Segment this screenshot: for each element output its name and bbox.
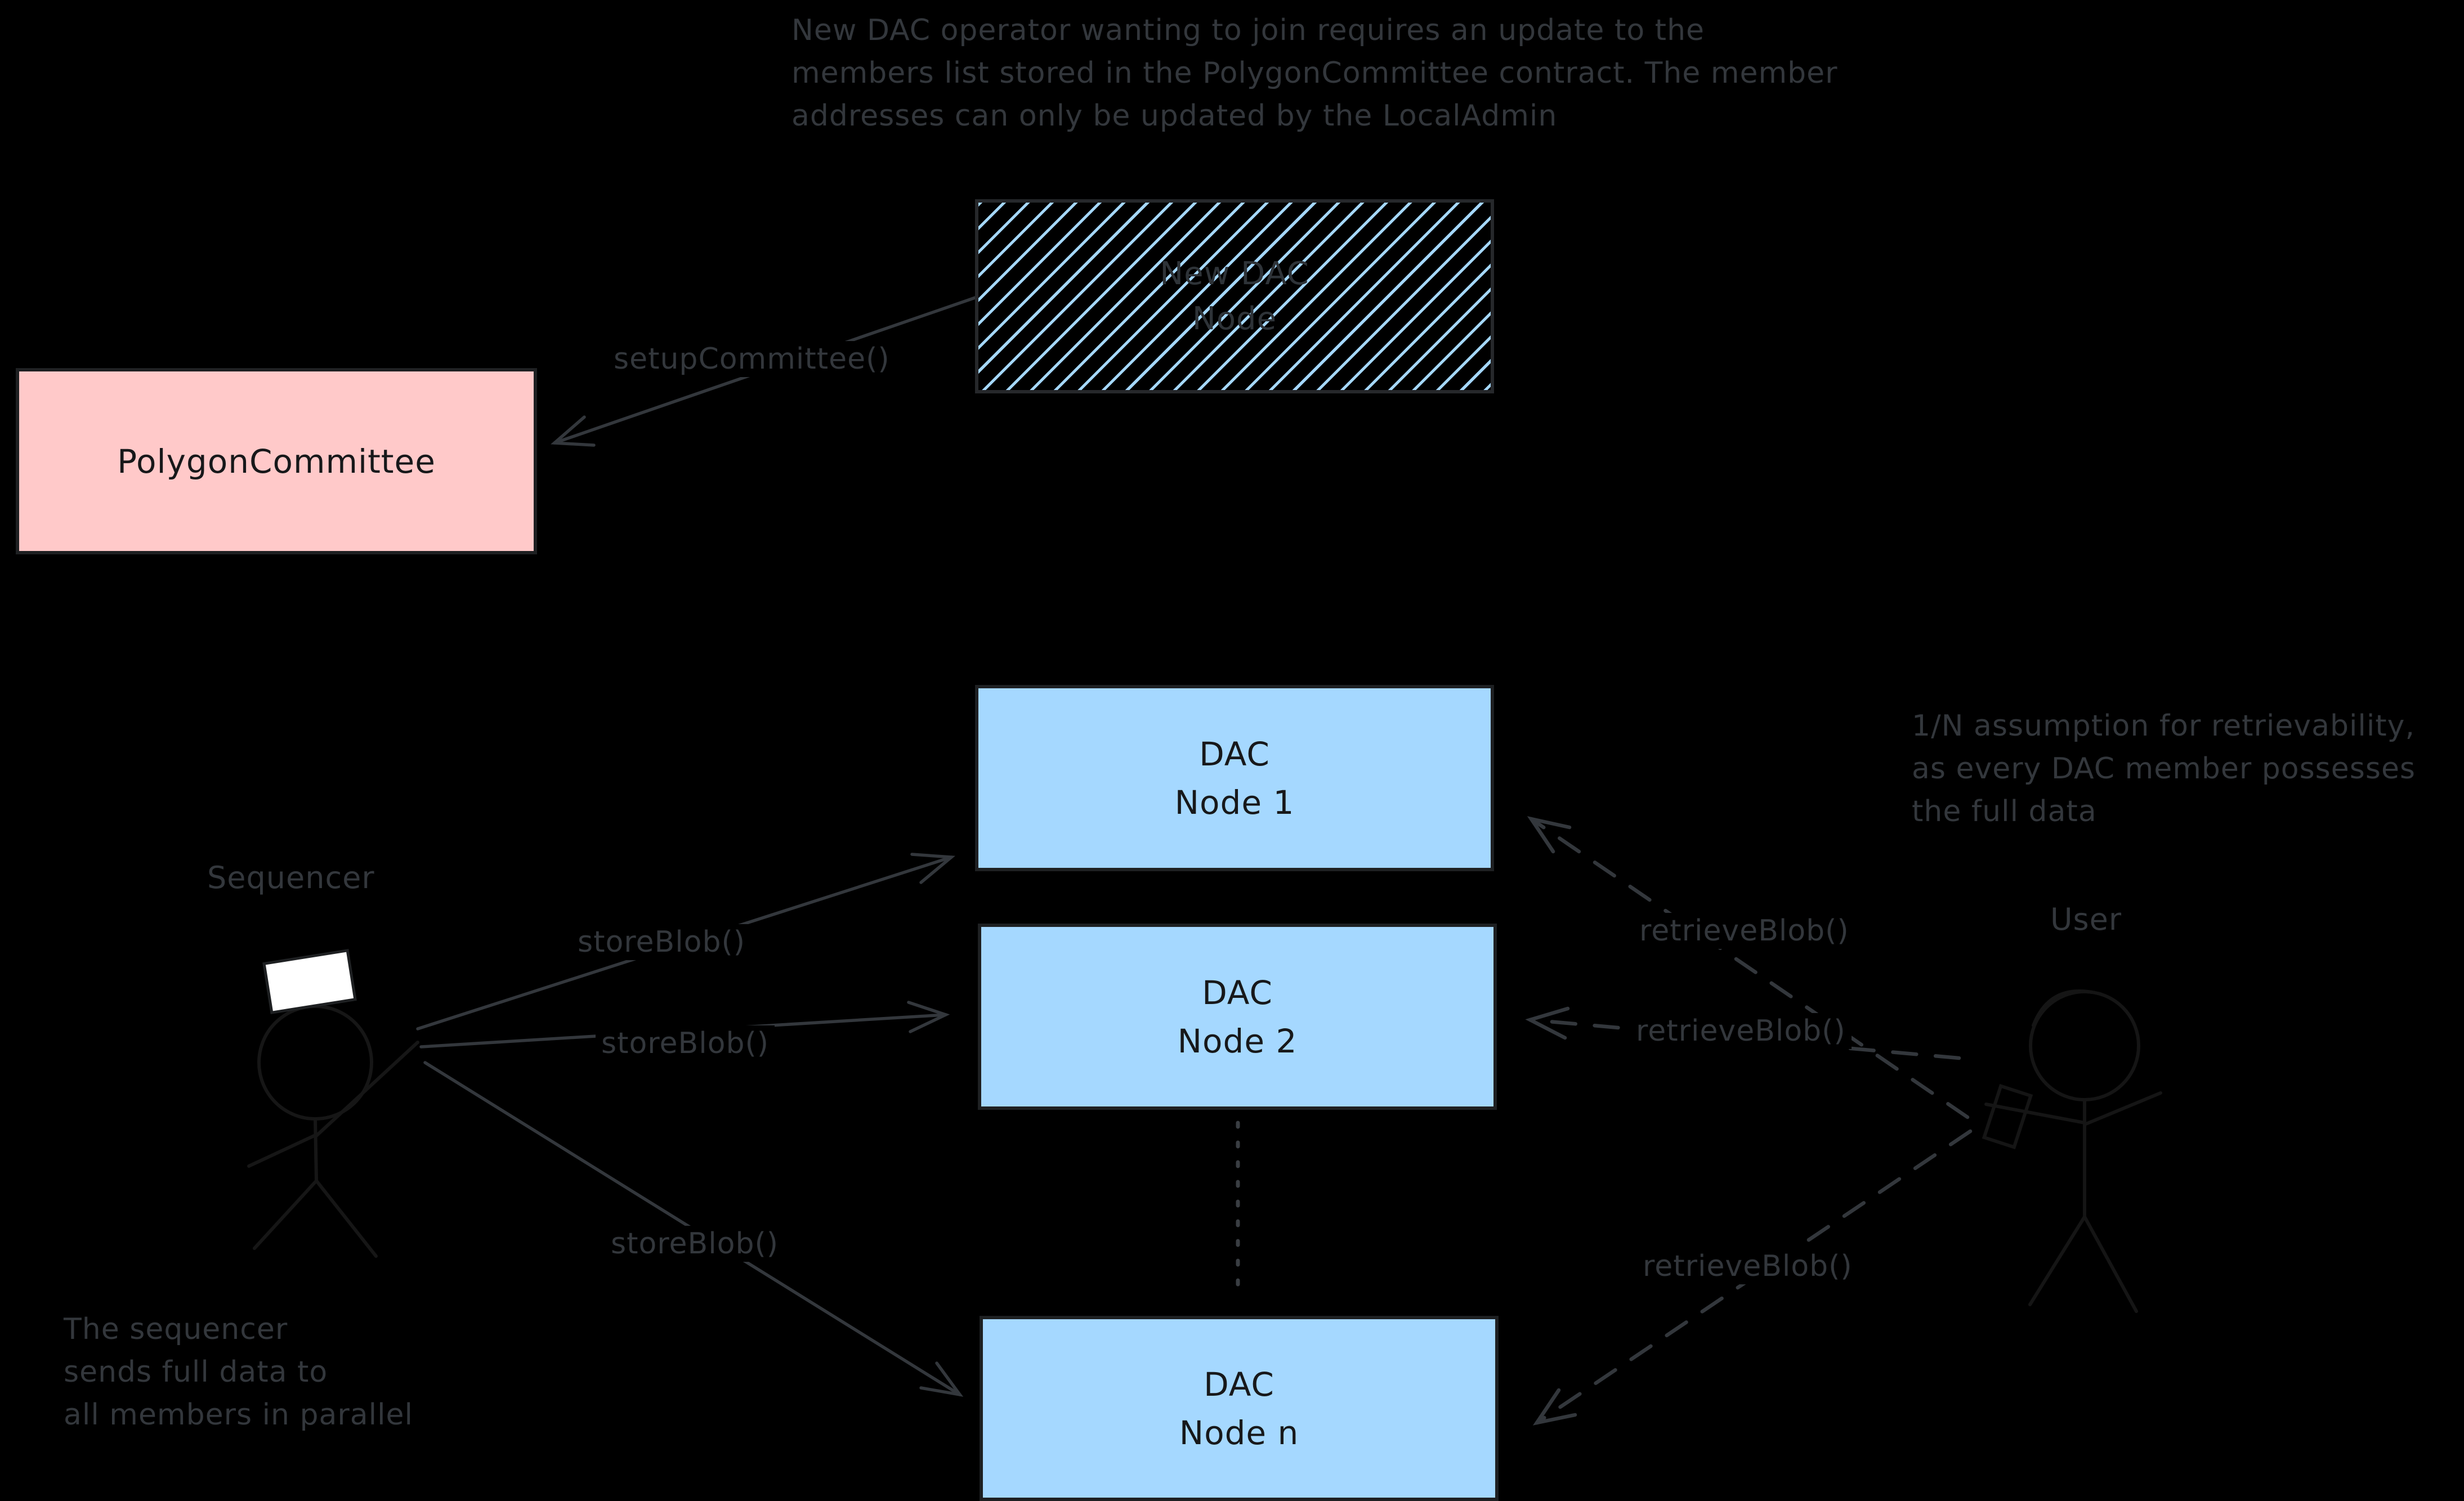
dac-node-n-label-line1: DAC <box>1204 1365 1275 1404</box>
sequencer-note-line2: sends full data to <box>64 1355 328 1389</box>
phone-icon <box>1982 1083 2033 1150</box>
store-blob-node1-edge-label: storeBlob() <box>572 924 752 960</box>
join-note-line2: members list stored in the PolygonCommit… <box>791 56 1838 90</box>
sequencer-broadcast-note: The sequencer sends full data to all mem… <box>64 1308 413 1436</box>
sequencer-person-icon <box>247 1005 419 1258</box>
retrieve-blob-arrow-node1 <box>1527 816 1970 1119</box>
sequencer-label: Sequencer <box>207 860 375 895</box>
retrievability-note-line1: 1/N assumption for retrievability, <box>1912 709 2415 743</box>
polygon-committee-label: PolygonCommittee <box>117 442 436 481</box>
store-blob-node-n-edge-label: storeBlob() <box>605 1226 785 1262</box>
retrievability-note-line2: as every DAC member possesses <box>1912 752 2416 786</box>
dac-node-1-label-line2: Node 1 <box>1174 783 1295 822</box>
join-note-line1: New DAC operator wanting to join require… <box>791 14 1705 47</box>
dac-node-2-box: DAC Node 2 <box>978 924 1497 1110</box>
dac-node-1-label-line1: DAC <box>1199 734 1270 773</box>
dac-node-1-box: DAC Node 1 <box>975 685 1494 871</box>
dac-node-2-label-line1: DAC <box>1202 973 1273 1012</box>
dac-node-n-box: DAC Node n <box>980 1316 1499 1501</box>
user-person-icon <box>1982 989 2162 1313</box>
retrieve-blob-node2-edge-label: retrieveBlob() <box>1630 1013 1852 1049</box>
dac-node-2-label-line2: Node 2 <box>1177 1021 1298 1060</box>
retrieve-blob-node1-edge-label: retrieveBlob() <box>1634 913 1855 949</box>
new-dac-node-label-line2: Node <box>1192 300 1277 337</box>
setup-committee-edge-label: setupCommittee() <box>608 341 896 377</box>
join-note-line3: addresses can only be updated by the Loc… <box>791 99 1558 133</box>
new-dac-node-box: New DAC Node <box>975 199 1494 393</box>
sequencer-note-line1: The sequencer <box>64 1312 288 1346</box>
store-blob-node2-edge-label: storeBlob() <box>596 1025 775 1061</box>
retrieve-blob-node-n-edge-label: retrieveBlob() <box>1637 1248 1858 1284</box>
retrievability-note-line3: the full data <box>1912 795 2097 828</box>
paper-sheet-icon <box>262 948 357 1015</box>
sequencer-note-line3: all members in parallel <box>64 1398 413 1432</box>
user-label: User <box>2050 902 2122 937</box>
retrievability-note: 1/N assumption for retrievability, as ev… <box>1912 705 2416 833</box>
polygon-committee-box: PolygonCommittee <box>16 368 537 554</box>
new-dac-node-label-line1: New DAC <box>1160 255 1309 292</box>
dac-node-n-label-line2: Node n <box>1179 1413 1299 1452</box>
join-requirement-note: New DAC operator wanting to join require… <box>791 9 1838 137</box>
